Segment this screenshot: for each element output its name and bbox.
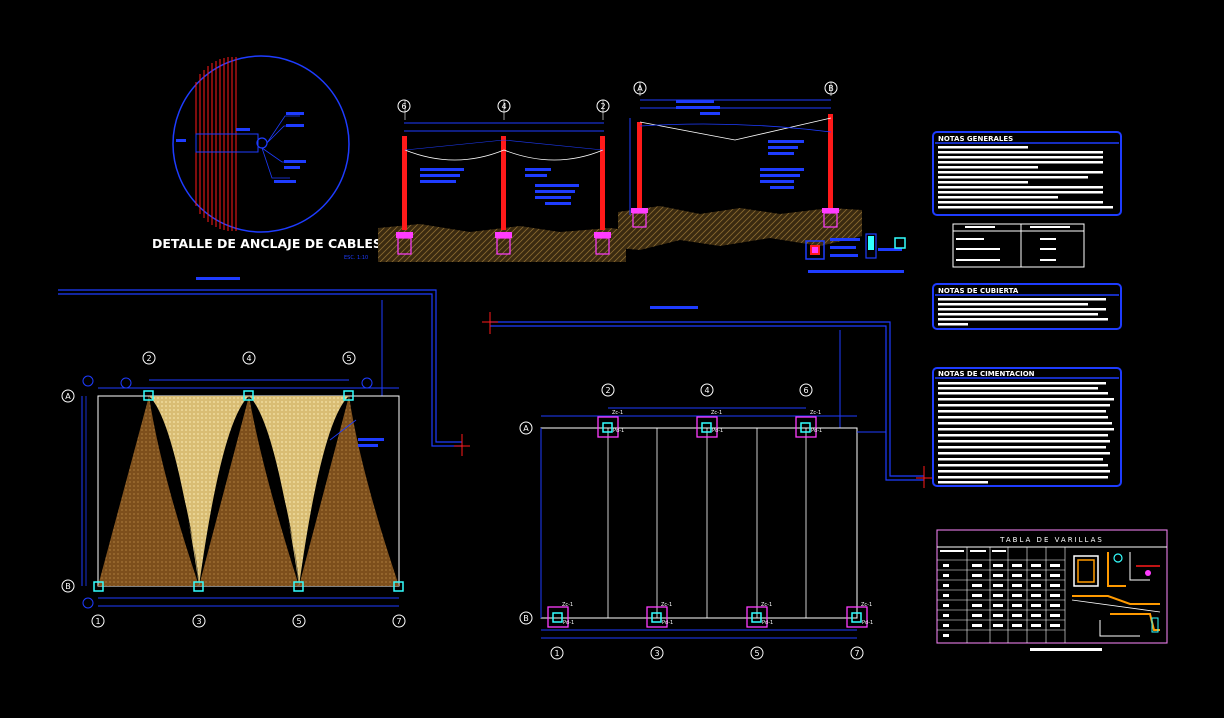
footing-label: Zc-1 xyxy=(711,410,722,416)
axis-label: 6 xyxy=(401,102,406,111)
plan-right: Zc-1 Zc-1 Zc-1 Zc-1 Zc-1 Zc-1 Zc-1 Pd-1 … xyxy=(482,306,932,660)
axis-label: 5 xyxy=(346,354,351,363)
footing-label: Pd-1 xyxy=(712,428,723,434)
axis-label: 7 xyxy=(396,617,401,626)
footing-label: Pd-1 xyxy=(762,620,773,626)
footing-detail-small xyxy=(805,233,906,273)
footing-label: Pd-1 xyxy=(613,428,624,434)
notes-general-title: NOTAS GENERALES xyxy=(938,135,1013,143)
elev-left-axis-bubbles: 6 4 2 xyxy=(397,99,610,113)
notes-cimentacion-title: NOTAS DE CIMENTACION xyxy=(938,370,1035,378)
notes-cimentacion-panel: NOTAS DE CIMENTACION xyxy=(932,367,1122,487)
footing-label: Zc-1 xyxy=(661,602,672,608)
plan-left-axis-bubbles: 2 4 5 1 3 5 7 A B xyxy=(61,351,406,628)
footing-label: Pd-1 xyxy=(662,620,673,626)
footing-label: Pd-1 xyxy=(862,620,873,626)
axis-label: B xyxy=(828,84,834,93)
footing-label: Zc-1 xyxy=(861,602,872,608)
plan-left: 2 4 5 1 3 5 7 A B xyxy=(58,277,470,628)
summary-table xyxy=(952,223,1085,268)
axis-label: 1 xyxy=(554,649,559,658)
axis-label: 7 xyxy=(854,649,859,658)
anchor-detail: DETALLE DE ANCLAJE DE CABLES ESC. 1:10 xyxy=(152,55,382,261)
footing-label: Pd-1 xyxy=(563,620,574,626)
axis-label: 4 xyxy=(501,102,506,111)
axis-label: 4 xyxy=(704,386,709,395)
axis-label: 2 xyxy=(146,354,151,363)
notes-general-panel: NOTAS GENERALES xyxy=(932,131,1122,216)
footing-label: Zc-1 xyxy=(562,602,573,608)
axis-label: 6 xyxy=(803,386,808,395)
axis-label: 2 xyxy=(600,102,605,111)
elevation-right: A B xyxy=(618,81,906,273)
axis-label: 5 xyxy=(754,649,759,658)
footing-label: Zc-1 xyxy=(761,602,772,608)
footings: Zc-1 Zc-1 Zc-1 Zc-1 Zc-1 Zc-1 Zc-1 Pd-1 … xyxy=(547,410,873,628)
axis-label: 5 xyxy=(296,617,301,626)
axis-label: 2 xyxy=(605,386,610,395)
axis-label: B xyxy=(65,582,71,591)
footing-label: Pd-1 xyxy=(811,428,822,434)
axis-label: 3 xyxy=(654,649,659,658)
axis-label: A xyxy=(523,424,529,433)
axis-label: 1 xyxy=(95,617,100,626)
plan-right-axis-bubbles: 2 4 6 1 3 5 7 A B xyxy=(519,383,864,660)
axis-label: A xyxy=(637,84,643,93)
rebar-table: TABLA DE VARILLAS xyxy=(936,529,1168,651)
rebar-table-title: TABLA DE VARILLAS xyxy=(999,536,1104,544)
rebar-sketches xyxy=(1071,552,1161,637)
notes-cubierta-title: NOTAS DE CUBIERTA xyxy=(938,287,1019,295)
axis-label: 4 xyxy=(246,354,251,363)
anchor-detail-scale: ESC. 1:10 xyxy=(344,255,368,261)
anchor-detail-title: DETALLE DE ANCLAJE DE CABLES xyxy=(152,236,382,251)
elev-right-axis-bubbles: A B xyxy=(633,81,838,95)
footing-label: Zc-1 xyxy=(612,410,623,416)
detail-red-lines xyxy=(195,57,237,231)
footing-label: Zc-1 xyxy=(810,410,821,416)
axis-label: A xyxy=(65,392,71,401)
elevation-left: 6 4 2 xyxy=(378,99,626,262)
axis-label: B xyxy=(523,614,529,623)
axis-label: 3 xyxy=(196,617,201,626)
notes-cubierta-panel: NOTAS DE CUBIERTA xyxy=(932,283,1122,330)
